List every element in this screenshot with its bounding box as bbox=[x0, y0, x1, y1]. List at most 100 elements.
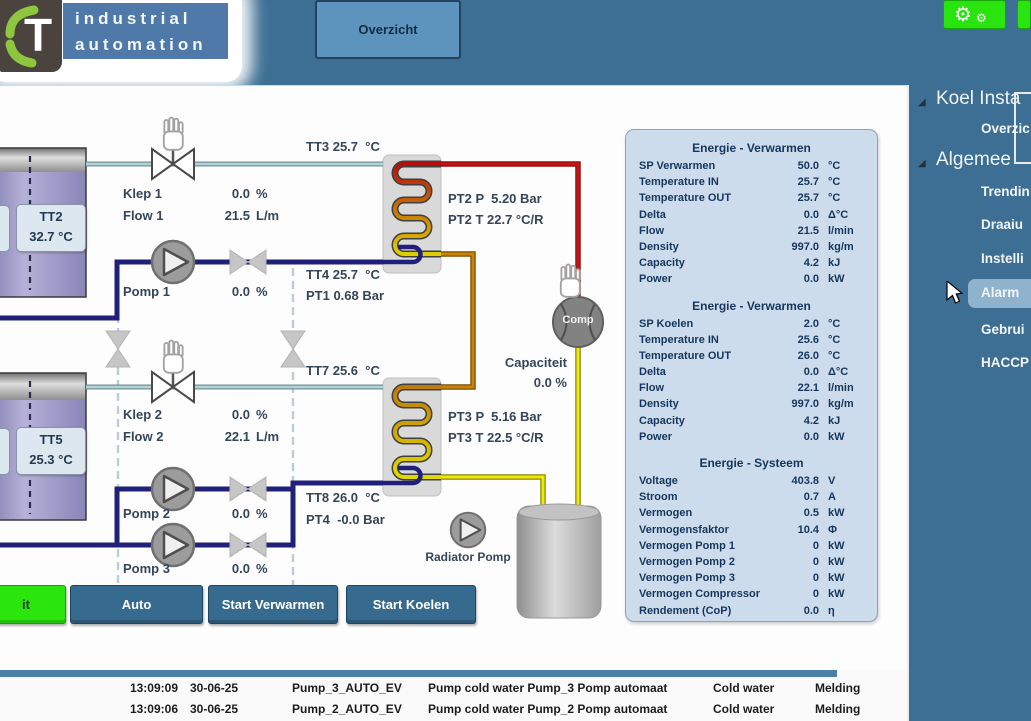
energy-row: Capacity 4.2 kJ bbox=[639, 413, 864, 429]
compressor[interactable] bbox=[552, 296, 604, 348]
alarm-log: 13:09:09 30-06-25 Pump_3_AUTO_EV Pump co… bbox=[0, 670, 909, 721]
energy-row-value: 50.0 bbox=[797, 160, 819, 172]
isolation-valve-2[interactable] bbox=[229, 476, 267, 502]
energy-row-value: 0 bbox=[812, 539, 819, 552]
start-verwarmen-button[interactable]: Start Verwarmen bbox=[208, 585, 338, 624]
sidebar-item-instellingen[interactable]: Instelli bbox=[981, 251, 1024, 266]
sidebar-item-trending[interactable]: Trendin bbox=[981, 184, 1030, 199]
tree-collapse-icon-algemeen[interactable]: ◢ bbox=[918, 158, 926, 169]
energy-row-unit: kW bbox=[828, 430, 845, 443]
pomp1-unit: % bbox=[256, 284, 268, 299]
energy-row: Voltage 403.8 V bbox=[639, 473, 864, 489]
energy-section2-rows: SP Koelen 2.0 °C Temperature IN 25.6 °C … bbox=[639, 316, 864, 446]
auto-button[interactable]: Auto bbox=[70, 585, 203, 624]
sidebar-item-algemeen[interactable]: Algemee bbox=[936, 149, 1011, 170]
overzicht-button[interactable]: Overzicht bbox=[315, 0, 461, 59]
energy-row-unit: V bbox=[828, 475, 836, 487]
pump-1[interactable] bbox=[150, 239, 196, 285]
log-tag: Pump_2_AUTO_EV bbox=[292, 702, 402, 716]
energy-row: Vermogen Pomp 3 0 kW bbox=[639, 570, 864, 586]
uit-button[interactable]: it bbox=[0, 585, 66, 624]
log-rows: 13:09:09 30-06-25 Pump_3_AUTO_EV Pump co… bbox=[0, 679, 909, 721]
radiator-pump[interactable] bbox=[449, 511, 487, 549]
nav-sidebar: ◢ Koel Insta Overzic ◢ Algemee Trendin D… bbox=[907, 85, 1031, 721]
compressor-label: Comp bbox=[562, 314, 594, 326]
cross-valve-right[interactable] bbox=[280, 330, 306, 368]
sidebar-item-overzicht[interactable]: Overzic bbox=[981, 121, 1030, 136]
mouse-cursor bbox=[946, 281, 964, 304]
energy-row-value: 0.0 bbox=[803, 430, 819, 443]
energy-row-value: 25.6 bbox=[797, 333, 819, 346]
energy-row-label: Stroom bbox=[639, 491, 678, 504]
klep1-value: 0.0 bbox=[231, 186, 250, 201]
energy-row-value: 26.0 bbox=[797, 349, 819, 362]
energy-row-unit: °C bbox=[828, 176, 841, 189]
sidebar-item-gebruikers[interactable]: Gebrui bbox=[981, 322, 1025, 337]
control-valve-klep2[interactable] bbox=[150, 369, 196, 404]
energy-row-value: 25.7 bbox=[797, 176, 819, 189]
pomp2-label: Pomp 2 bbox=[123, 506, 170, 521]
isolation-valve-3[interactable] bbox=[229, 532, 267, 558]
tank-tt5-label: TT5 25.3 °C bbox=[16, 427, 86, 475]
log-row[interactable]: 13:09:06 30-06-25 Pump_2_AUTO_EV Pump co… bbox=[0, 700, 909, 721]
sidebar-item-draaiuren[interactable]: Draaiu bbox=[981, 217, 1024, 232]
energy-row-unit: °C bbox=[828, 349, 841, 362]
energy-row-label: Delta bbox=[639, 208, 666, 221]
energy-section3-rows: Voltage 403.8 V Stroom 0.7 A Vermogen 0.… bbox=[639, 473, 864, 619]
sidebar-item-alarm[interactable]: Alarm bbox=[981, 285, 1020, 300]
energy-row-value: 25.7 bbox=[797, 192, 819, 205]
tank-tt5-name: TT5 bbox=[39, 432, 63, 447]
log-type: Melding bbox=[815, 702, 861, 716]
pump-2[interactable] bbox=[150, 466, 196, 512]
pomp1-value: 0.0 bbox=[231, 284, 250, 299]
energy-row-value: 0 bbox=[812, 588, 819, 601]
energy-row-unit: kW bbox=[828, 273, 845, 286]
energy-row-label: Temperature IN bbox=[639, 176, 719, 189]
pump-3[interactable] bbox=[150, 522, 196, 568]
cut-label-sliver-2 bbox=[0, 428, 10, 475]
energy-row: SP Verwarmen 50.0 °C bbox=[639, 158, 864, 174]
tree-collapse-icon-koel[interactable]: ◢ bbox=[918, 97, 926, 108]
energy-row-unit: °C bbox=[828, 333, 841, 346]
energy-row-label: Density bbox=[639, 240, 679, 253]
sidebar-item-haccp[interactable]: HACCP bbox=[981, 355, 1030, 370]
energy-row: Rendement (CoP) 0.0 η bbox=[639, 603, 864, 619]
energy-row-value: 0 bbox=[812, 555, 819, 568]
energy-row-value: 22.1 bbox=[797, 382, 819, 395]
log-category: Cold water bbox=[713, 702, 775, 716]
energy-section1-rows: SP Verwarmen 50.0 °C Temperature IN 25.7… bbox=[639, 158, 864, 288]
sidebar-item-koel-installatie[interactable]: Koel Insta bbox=[936, 88, 1021, 109]
log-message: Pump cold water Pump_3 Pomp automaat bbox=[428, 681, 668, 695]
energy-row-unit: Δ°C bbox=[828, 208, 849, 221]
energy-row: Vermogensfaktor 10.4 Φ bbox=[639, 522, 864, 538]
logo-line2: automation bbox=[75, 35, 207, 54]
cross-valve-left[interactable] bbox=[105, 330, 131, 368]
exchanger-coils bbox=[383, 160, 441, 486]
energy-row-unit: kJ bbox=[828, 414, 841, 427]
buffer-tank bbox=[516, 503, 602, 619]
energy-row: Vermogen Pomp 1 0 kW bbox=[639, 538, 864, 554]
second-green-button[interactable] bbox=[1017, 0, 1031, 29]
sensor-pt3p: PT3 P 5.16 Bar bbox=[448, 409, 542, 424]
klep2-label: Klep 2 bbox=[123, 407, 163, 422]
pomp3-unit: % bbox=[256, 561, 268, 576]
energy-row: Flow 22.1 l/min bbox=[639, 380, 864, 396]
control-valve-klep1[interactable] bbox=[150, 146, 196, 181]
energy-section2-title: Energie - Verwarmen bbox=[692, 298, 811, 313]
sensor-tt7: TT7 25.6 °C bbox=[306, 363, 380, 378]
energy-row-unit: l/min bbox=[828, 382, 854, 395]
energy-row: Temperature OUT 25.7 °C bbox=[639, 190, 864, 206]
settings-gear-button[interactable]: ⚙ ⚙ bbox=[943, 0, 1006, 29]
isolation-valve-1[interactable] bbox=[229, 249, 267, 275]
energy-row: Power 0.0 kW bbox=[639, 271, 864, 287]
start-koelen-button[interactable]: Start Koelen bbox=[346, 585, 476, 624]
energy-row-value: 10.4 bbox=[797, 523, 819, 536]
log-row[interactable]: 13:09:09 30-06-25 Pump_3_AUTO_EV Pump co… bbox=[0, 679, 909, 700]
sensor-tt3: TT3 25.7 °C bbox=[306, 139, 380, 154]
energy-row-value: 0.0 bbox=[803, 208, 819, 221]
energy-row: Delta 0.0 Δ°C bbox=[639, 364, 864, 380]
energy-row-label: Rendement (CoP) bbox=[639, 604, 732, 617]
sidebar-white-box bbox=[1014, 92, 1031, 164]
